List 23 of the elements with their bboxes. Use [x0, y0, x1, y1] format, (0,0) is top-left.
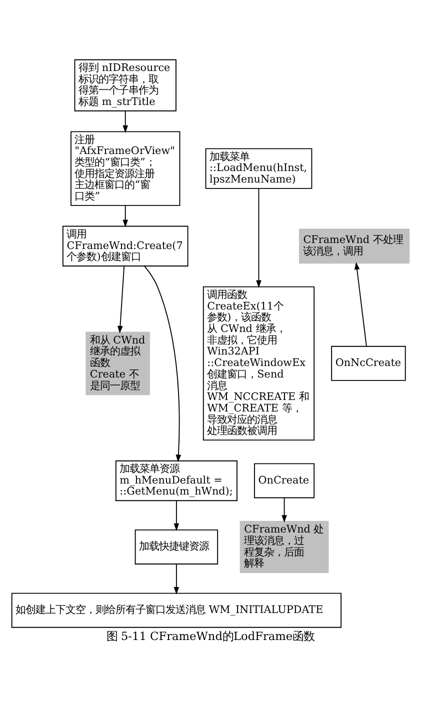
- arrow: [122, 205, 128, 228]
- arrow: [122, 110, 128, 133]
- arrow: [118, 266, 125, 334]
- node-box: 调用CFrameWnd:Create(7个参数)创建窗口: [62, 226, 188, 266]
- node-box: 注册"AfxFrameOrView"类型的“窗口类”；使用指定资源注册主边框窗口的“窗口类”: [70, 131, 180, 206]
- arrow: [144, 266, 182, 462]
- node-box: CFrameWnd 处理该消息，过程复杂，后面解释: [240, 520, 329, 573]
- arrow: [282, 497, 287, 523]
- arrow: [174, 500, 180, 532]
- node-box: 得到 nIDResource标识的字符串，取得第一个子串作为标题 m_strTitle: [74, 59, 176, 112]
- node-box: 加载菜单资源 m_hMenuDefault = ::GetMenu(m_hWnd);: [115, 460, 238, 502]
- arrow: [174, 564, 180, 595]
- arrow: [256, 188, 262, 288]
- node-box: OnCreate: [254, 463, 315, 498]
- arrow: [354, 262, 367, 347]
- node-box: OnNcCreate: [331, 346, 406, 381]
- node-box: 加载快捷键资源: [134, 529, 218, 564]
- node-box: 如创建上下文空，则给所有子窗口发送消息 WM_INITIALUPDATE: [11, 592, 342, 628]
- node-box: 调用函数 CreateEx(11个参数)，该函数从 CWnd 继承，非虚拟，它使用 Win32API ::CreateWindowEx 创建窗口，Send 消息 WM_NCCREATE 和 WM_CREATE 等，导致对应的消息处理函数被调用: [202, 286, 315, 441]
- caption: 图 5-11 CFrameWnd的LodFrame函数: [106, 629, 315, 644]
- node-box: 和从 CWnd 继承的虚拟函数 Create 不是同一原型: [86, 332, 150, 396]
- node-box: CFrameWnd 不处理该消息，调用: [298, 228, 410, 264]
- node-box: 加载菜单 ::LoadMenu(hInst, lpszMenuName): [205, 148, 312, 189]
